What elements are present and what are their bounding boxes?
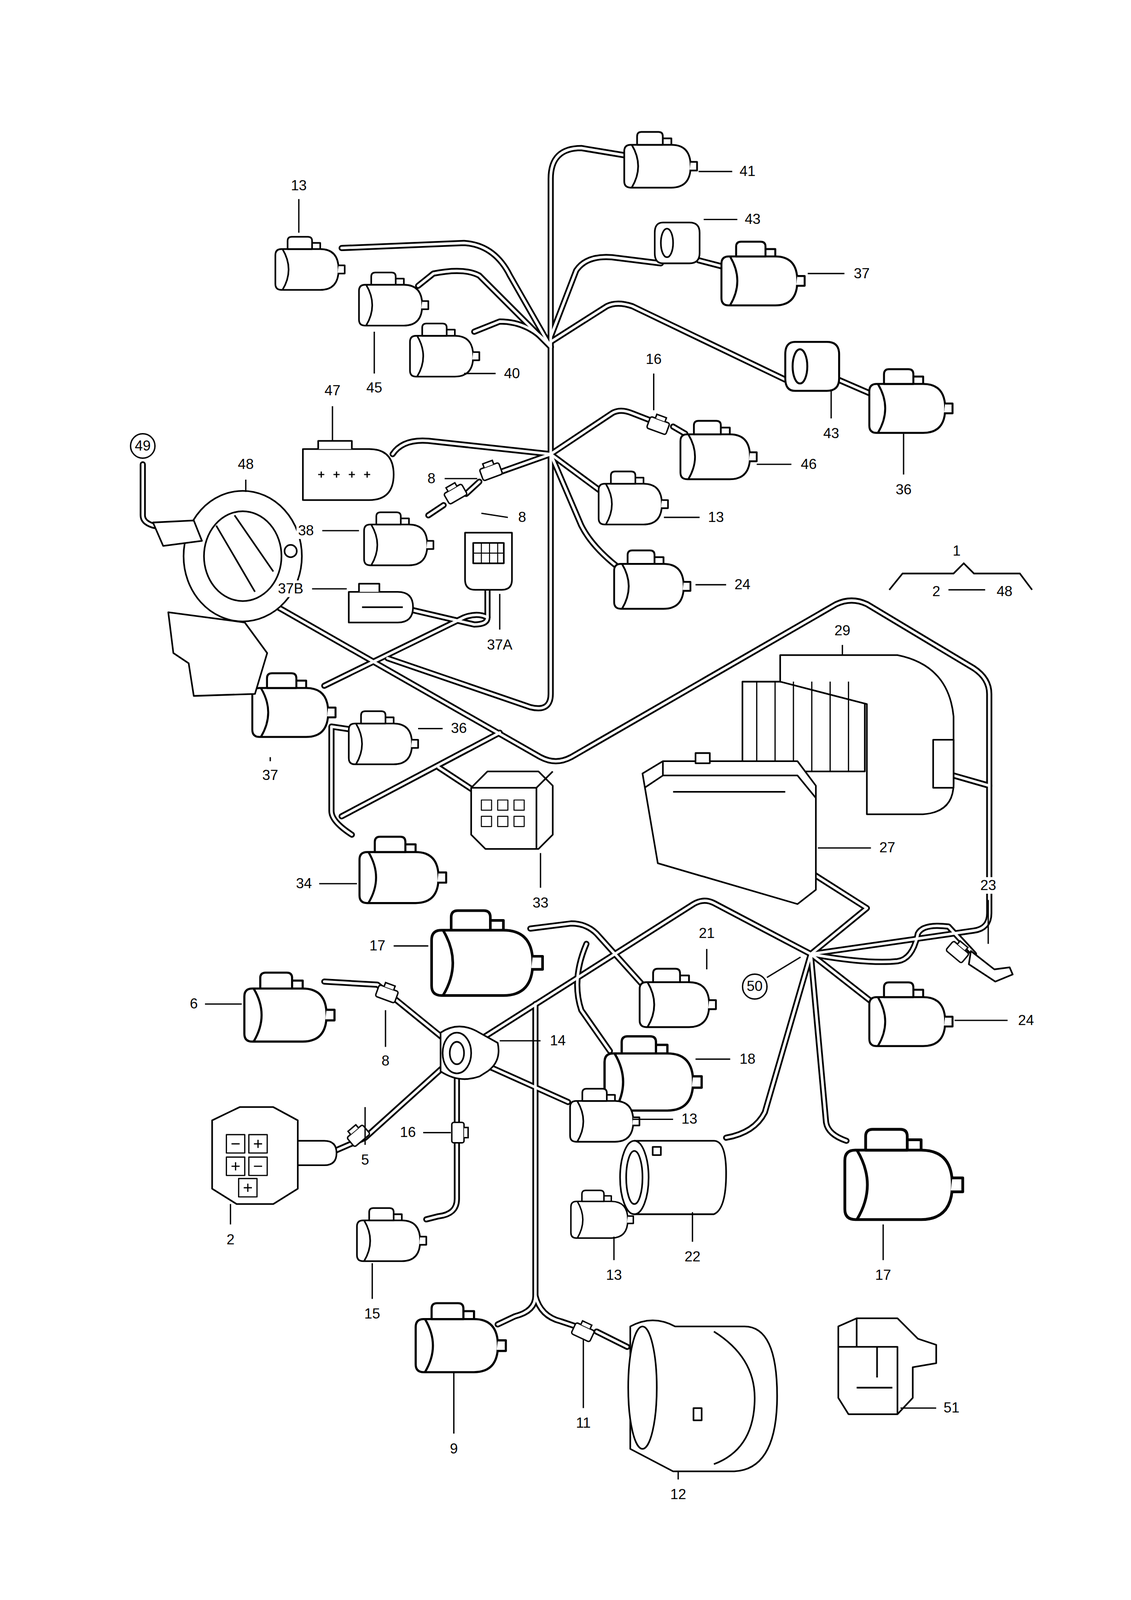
callout-number: 43 [822,425,841,442]
callout-number: 48 [236,455,255,473]
callout-number: 13 [680,1110,699,1127]
callout-number: 45 [365,379,384,397]
callout-number: 17 [874,1266,893,1283]
callout-number: 37B [276,580,305,597]
callout-number: 15 [362,1305,382,1322]
callout-number: 37 [852,264,871,282]
callout-number: 1 [951,542,962,560]
callout-number: 46 [799,455,818,473]
callout-number: 47 [323,382,342,399]
callout-number: 40 [502,364,521,382]
callout-number: 11 [574,1414,593,1431]
callout-number: 49 [134,437,151,454]
callout-number: 18 [738,1050,757,1067]
callout-number: 8 [516,508,528,526]
callout-number: 5 [359,1151,371,1168]
callout-number: 24 [733,576,752,593]
callout-number: 34 [294,874,314,892]
callout-number: 6 [188,995,199,1012]
callout-number: 37A [485,636,514,653]
callout-number: 8 [379,1052,391,1069]
callout-number: 2 [930,582,942,600]
callout-number: 22 [682,1247,702,1265]
callout-number: 36 [449,719,468,737]
callout-number: 23 [979,876,998,894]
circled-callout: 50 [741,973,768,999]
callout-number: 16 [644,350,663,368]
callout-number: 38 [296,522,315,539]
callout-number: 13 [706,508,725,526]
callout-number: 41 [738,163,757,180]
callout-number: 27 [877,839,897,856]
callout-number: 2 [225,1230,236,1248]
callout-number: 13 [604,1266,624,1283]
callout-number: 29 [833,622,852,639]
callout-number: 12 [668,1485,688,1503]
callout-number: 43 [743,210,762,228]
callout-number: 50 [746,978,763,994]
callout-number: 9 [448,1439,460,1457]
callout-number: 21 [697,924,716,942]
callout-number: 16 [398,1123,418,1141]
callout-number: 51 [942,1399,961,1416]
callout-number: 8 [425,470,437,487]
callout-number: 36 [894,481,913,498]
callout-number: 37 [261,766,280,784]
callout-number: 48 [995,582,1014,600]
callout-number: 14 [548,1031,567,1049]
circled-callout: 49 [129,432,156,459]
callout-number: 24 [1016,1011,1036,1029]
callout-number: 13 [289,177,309,194]
callout-number: 33 [530,894,550,911]
callout-number: 17 [367,937,387,954]
